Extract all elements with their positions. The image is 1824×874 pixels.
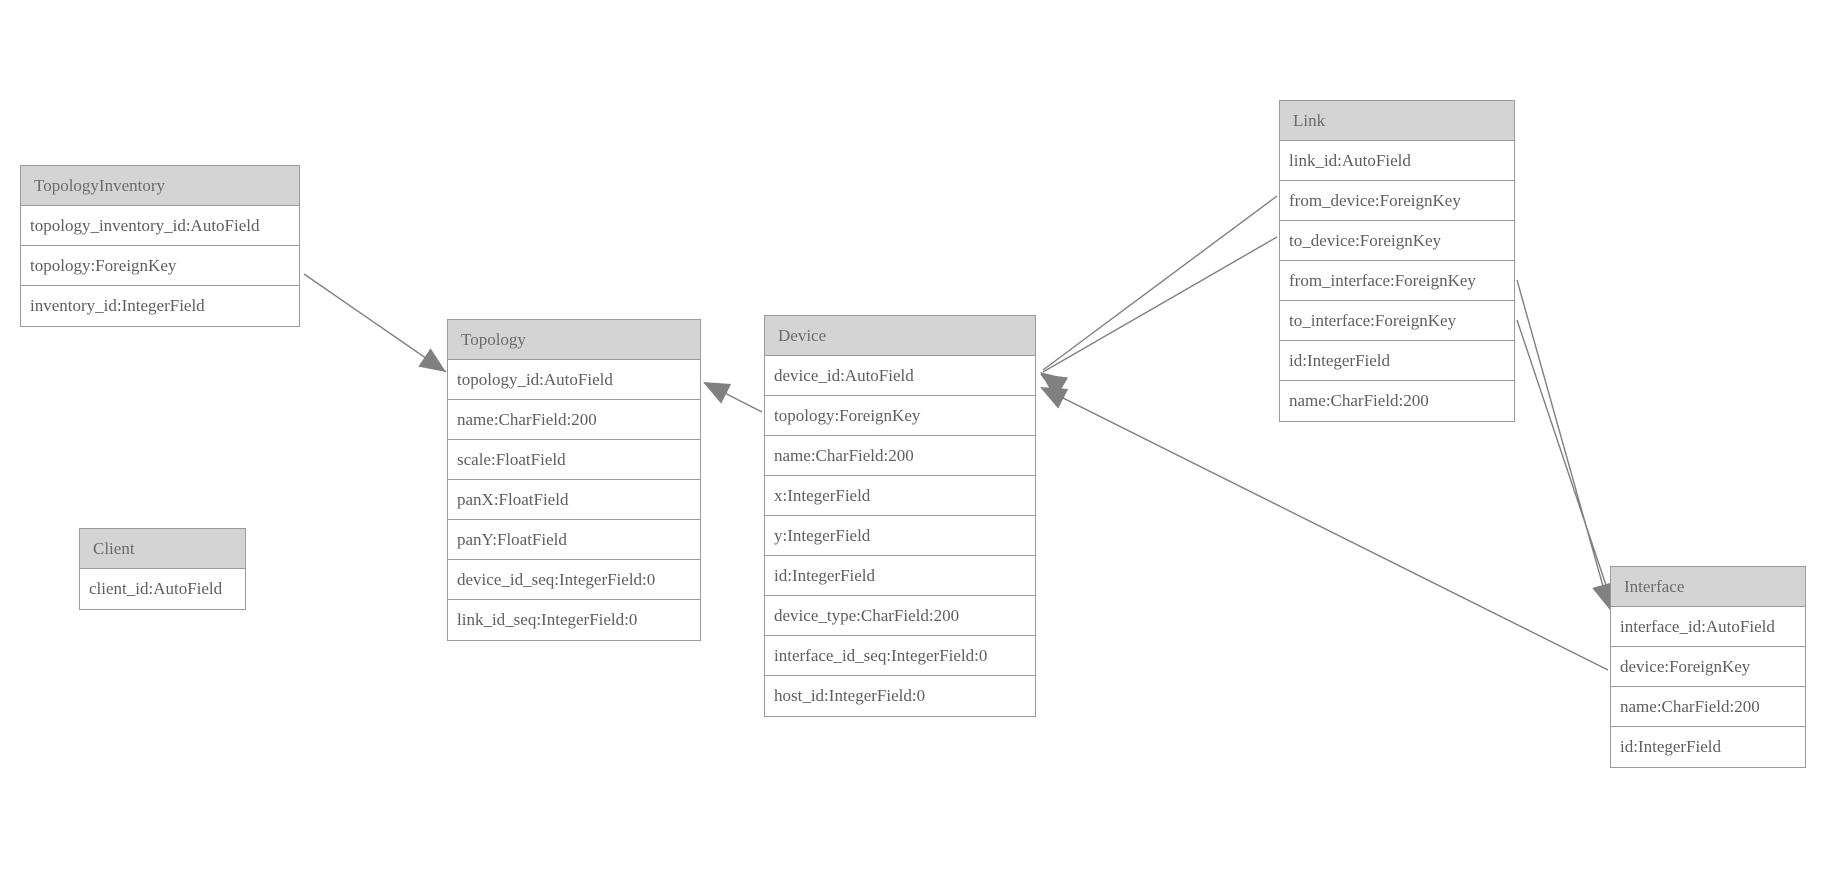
entity-title-interface: Interface bbox=[1611, 567, 1805, 607]
relationship-line bbox=[1516, 279, 1609, 605]
entity-field: name:CharField:200 bbox=[448, 400, 700, 440]
entity-field: client_id:AutoField bbox=[80, 569, 245, 609]
relationship-line bbox=[1516, 319, 1614, 607]
entity-field: x:IntegerField bbox=[765, 476, 1035, 516]
entity-field: topology_id:AutoField bbox=[448, 360, 700, 400]
entity-field: topology:ForeignKey bbox=[21, 246, 299, 286]
relationship-arrowhead bbox=[1040, 372, 1068, 397]
relationship-arrowhead bbox=[703, 382, 732, 404]
entity-field: to_device:ForeignKey bbox=[1280, 221, 1514, 261]
relationship-arrowhead bbox=[1040, 387, 1069, 409]
relationship-line bbox=[704, 382, 763, 413]
relationship-line bbox=[303, 273, 447, 373]
entity-field: link_id_seq:IntegerField:0 bbox=[448, 600, 700, 640]
entity-field: topology_inventory_id:AutoField bbox=[21, 206, 299, 246]
entity-field: panY:FloatField bbox=[448, 520, 700, 560]
entity-field: to_interface:ForeignKey bbox=[1280, 301, 1514, 341]
entity-field: scale:FloatField bbox=[448, 440, 700, 480]
entity-title-topology: Topology bbox=[448, 320, 700, 360]
entity-field: name:CharField:200 bbox=[765, 436, 1035, 476]
entity-field: name:CharField:200 bbox=[1611, 687, 1805, 727]
relationship-line bbox=[1042, 195, 1278, 371]
entity-field: device_type:CharField:200 bbox=[765, 596, 1035, 636]
entity-title-topology_inventory: TopologyInventory bbox=[21, 166, 299, 206]
relationship-device-topology bbox=[703, 382, 763, 413]
entity-title-link: Link bbox=[1280, 101, 1514, 141]
entity-field: panX:FloatField bbox=[448, 480, 700, 520]
entity-field: from_device:ForeignKey bbox=[1280, 181, 1514, 221]
entity-field: from_interface:ForeignKey bbox=[1280, 261, 1514, 301]
entity-field: host_id:IntegerField:0 bbox=[765, 676, 1035, 716]
entity-field: device_id:AutoField bbox=[765, 356, 1035, 396]
entity-field: inventory_id:IntegerField bbox=[21, 286, 299, 326]
entity-field: id:IntegerField bbox=[765, 556, 1035, 596]
entity-title-device: Device bbox=[765, 316, 1035, 356]
relationship-line bbox=[1042, 236, 1278, 373]
entity-field: interface_id:AutoField bbox=[1611, 607, 1805, 647]
relationship-link-from-device bbox=[1040, 195, 1278, 397]
entity-field: name:CharField:200 bbox=[1280, 381, 1514, 421]
relationship-link-from-interface bbox=[1516, 279, 1614, 610]
entity-field: interface_id_seq:IntegerField:0 bbox=[765, 636, 1035, 676]
entity-field: topology:ForeignKey bbox=[765, 396, 1035, 436]
relationship-arrowhead bbox=[1040, 374, 1069, 397]
entity-field: id:IntegerField bbox=[1280, 341, 1514, 381]
relationship-line bbox=[1042, 387, 1609, 671]
entity-field: y:IntegerField bbox=[765, 516, 1035, 556]
relationship-link-to-device bbox=[1040, 236, 1278, 397]
entity-field: device:ForeignKey bbox=[1611, 647, 1805, 687]
relationship-topologyinventory-topology bbox=[303, 273, 447, 373]
entity-field: id:IntegerField bbox=[1611, 727, 1805, 767]
entity-title-client: Client bbox=[80, 529, 245, 569]
entity-field: device_id_seq:IntegerField:0 bbox=[448, 560, 700, 600]
entity-field: link_id:AutoField bbox=[1280, 141, 1514, 181]
